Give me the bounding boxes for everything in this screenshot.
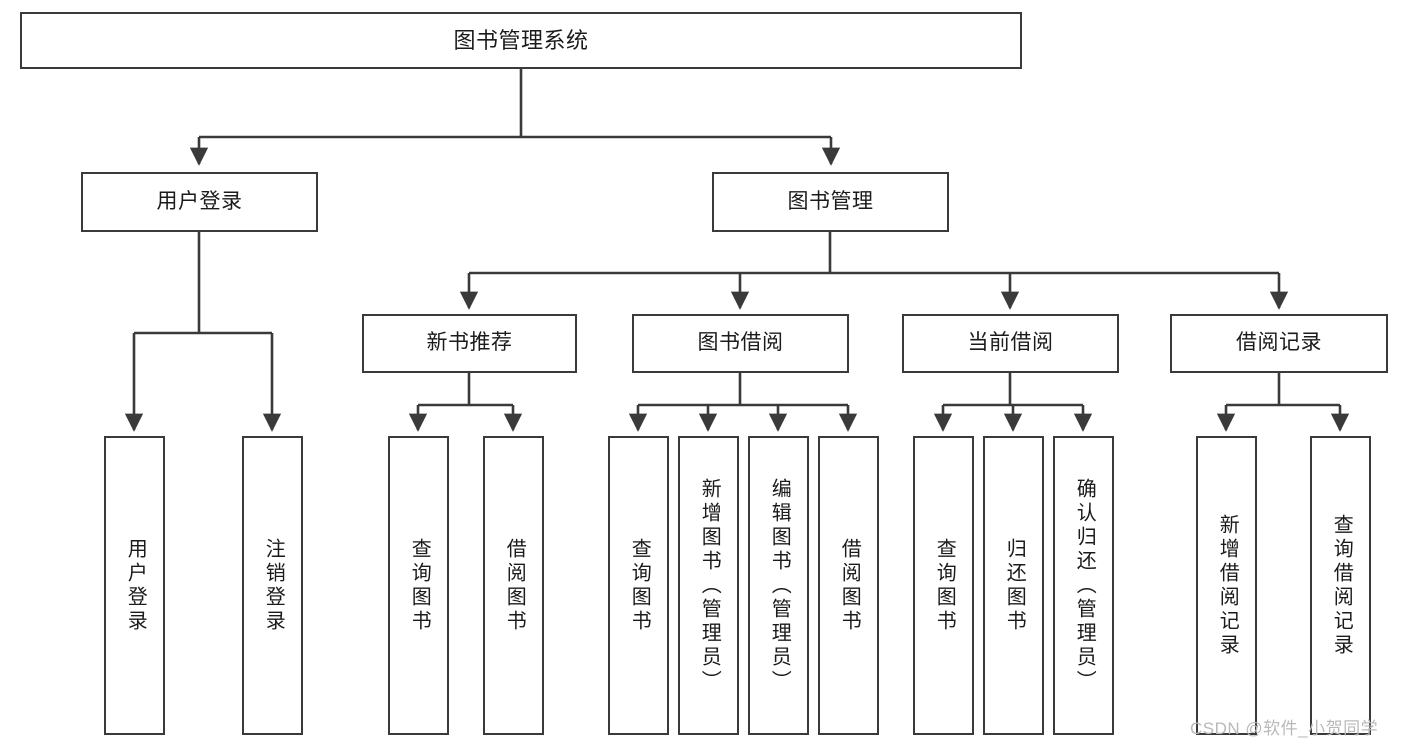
node-label: 查询借阅记录 xyxy=(1330,513,1353,658)
leaf-new-book-borrow[interactable]: 借阅图书 xyxy=(483,436,544,735)
node-label: 图书借阅 xyxy=(697,331,784,355)
node-label: 查询图书 xyxy=(628,537,651,634)
node-label: 编辑图书（管理员） xyxy=(768,477,791,694)
node-label: 注销登录 xyxy=(262,537,285,634)
node-root-book-management-system[interactable]: 图书管理系统 xyxy=(20,12,1022,69)
node-user-login[interactable]: 用户登录 xyxy=(81,172,318,232)
csdn-watermark: CSDN @软件_小贺同学 xyxy=(1190,719,1379,738)
node-book-borrow[interactable]: 图书借阅 xyxy=(632,314,849,373)
node-label: 新增图书（管理员） xyxy=(698,477,721,694)
node-book-management[interactable]: 图书管理 xyxy=(712,172,949,232)
leaf-user-login-login[interactable]: 用户登录 xyxy=(104,436,165,735)
node-label: 确认归还（管理员） xyxy=(1073,477,1096,694)
node-label: 当前借阅 xyxy=(967,331,1054,355)
node-label: 图书管理系统 xyxy=(453,27,589,53)
node-label: 归还图书 xyxy=(1003,537,1026,634)
node-label: 图书管理 xyxy=(787,189,874,213)
node-current-borrow[interactable]: 当前借阅 xyxy=(902,314,1119,373)
node-new-book-recommend[interactable]: 新书推荐 xyxy=(362,314,577,373)
node-label: 用户登录 xyxy=(156,189,243,213)
leaf-current-return-book[interactable]: 归还图书 xyxy=(983,436,1044,735)
node-borrow-record[interactable]: 借阅记录 xyxy=(1170,314,1388,373)
leaf-borrow-add-book-admin[interactable]: 新增图书（管理员） xyxy=(678,436,739,735)
node-label: 查询图书 xyxy=(933,537,956,634)
node-label: 用户登录 xyxy=(124,537,147,634)
leaf-record-query-borrow-record[interactable]: 查询借阅记录 xyxy=(1310,436,1371,735)
leaf-current-confirm-return-admin[interactable]: 确认归还（管理员） xyxy=(1053,436,1114,735)
leaf-borrow-borrow-book[interactable]: 借阅图书 xyxy=(818,436,879,735)
leaf-current-query-book[interactable]: 查询图书 xyxy=(913,436,974,735)
node-label: 借阅记录 xyxy=(1236,331,1322,355)
node-label: 查询图书 xyxy=(408,537,431,634)
leaf-user-login-logout[interactable]: 注销登录 xyxy=(242,436,303,735)
node-label: 借阅图书 xyxy=(503,537,526,634)
leaf-borrow-edit-book-admin[interactable]: 编辑图书（管理员） xyxy=(748,436,809,735)
leaf-new-book-query[interactable]: 查询图书 xyxy=(388,436,449,735)
node-label: 新增借阅记录 xyxy=(1216,513,1239,658)
node-label: 新书推荐 xyxy=(426,331,513,355)
leaf-record-add-borrow-record[interactable]: 新增借阅记录 xyxy=(1196,436,1257,735)
leaf-borrow-query-book[interactable]: 查询图书 xyxy=(608,436,669,735)
node-label: 借阅图书 xyxy=(838,537,861,634)
